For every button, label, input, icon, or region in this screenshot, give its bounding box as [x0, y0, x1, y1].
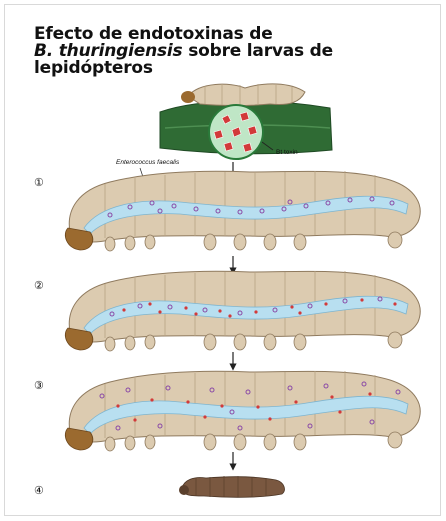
dead-larva-body	[182, 477, 284, 498]
step-4-number: ④	[34, 485, 44, 497]
bacteria-label: Enterococcus faecalis	[116, 159, 180, 166]
larva-2	[65, 271, 420, 351]
larva-3	[65, 371, 420, 451]
step-2-number: ②	[34, 280, 44, 292]
feeding-caterpillar	[181, 84, 305, 106]
larva-1	[65, 171, 420, 251]
step-1-number: ①	[34, 177, 44, 189]
step-3-number: ③	[34, 380, 44, 392]
dead-larva-head	[179, 485, 189, 495]
dead-larva	[179, 476, 284, 497]
leaf-scene: Bt toxin	[160, 84, 332, 159]
toxin-label: Bt toxin	[276, 149, 298, 156]
